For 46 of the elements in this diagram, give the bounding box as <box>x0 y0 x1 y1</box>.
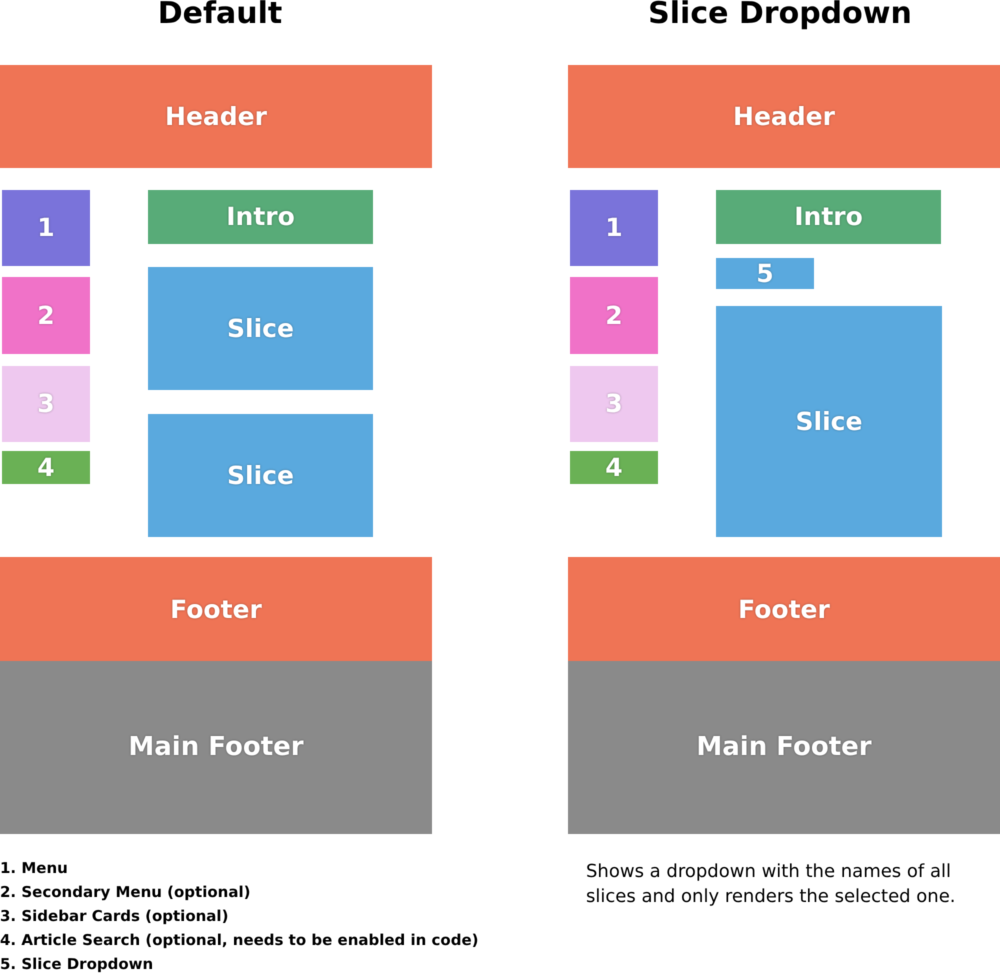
sidebar-panel <box>570 451 658 484</box>
slice-panel <box>716 306 942 537</box>
section-label: Main Footer <box>696 733 872 762</box>
sidebar-panel <box>2 366 90 442</box>
callout-number: 4 <box>37 454 55 482</box>
intro-panel <box>148 190 373 244</box>
key-entry: 5. Slice Dropdown <box>0 954 154 974</box>
key-entry: 2. Secondary Menu (optional) <box>0 882 250 903</box>
header-bar <box>568 65 1000 168</box>
slice-panel <box>148 414 373 537</box>
dropdown-panel <box>716 258 814 289</box>
callout-number: 5 <box>756 260 774 288</box>
main-footer-bar <box>568 661 1000 834</box>
column-heading: Slice Dropdown <box>648 0 912 32</box>
callout-number: 4 <box>605 454 623 482</box>
section-label: Header <box>733 102 835 130</box>
section-label: Footer <box>738 596 830 624</box>
main-footer-bar <box>0 661 432 834</box>
header-bar <box>0 65 432 168</box>
slice-panel <box>148 267 373 390</box>
callout-number: 2 <box>605 302 623 330</box>
intro-panel <box>716 190 941 244</box>
sidebar-panel <box>570 277 658 354</box>
key-entry: 3. Sidebar Cards (optional) <box>0 906 228 927</box>
sidebar-panel <box>570 366 658 442</box>
sidebar-panel <box>2 277 90 354</box>
footer-bar <box>568 557 1000 662</box>
column-heading: Default <box>158 0 282 32</box>
footer-bar <box>0 557 432 662</box>
callout-number: 1 <box>605 214 623 242</box>
sidebar-panel <box>570 190 658 266</box>
key-entry: 1. Menu <box>0 858 68 879</box>
section-label: Header <box>165 102 267 130</box>
section-label: Slice <box>227 314 294 342</box>
callout-number: 1 <box>37 214 55 242</box>
description-text: Shows a dropdown with the names of all slices and only renders the selected one. <box>586 860 957 909</box>
section-label: Intro <box>794 203 863 231</box>
callout-number: 2 <box>37 302 55 330</box>
section-label: Intro <box>226 203 295 231</box>
sidebar-panel <box>2 190 90 266</box>
sidebar-panel <box>2 451 90 484</box>
section-label: Footer <box>170 596 262 624</box>
section-label: Main Footer <box>128 733 304 762</box>
key-entry: 4. Article Search (optional, needs to be enabled in code) <box>0 930 479 951</box>
section-label: Slice <box>796 408 862 436</box>
section-label: Slice <box>227 462 294 490</box>
